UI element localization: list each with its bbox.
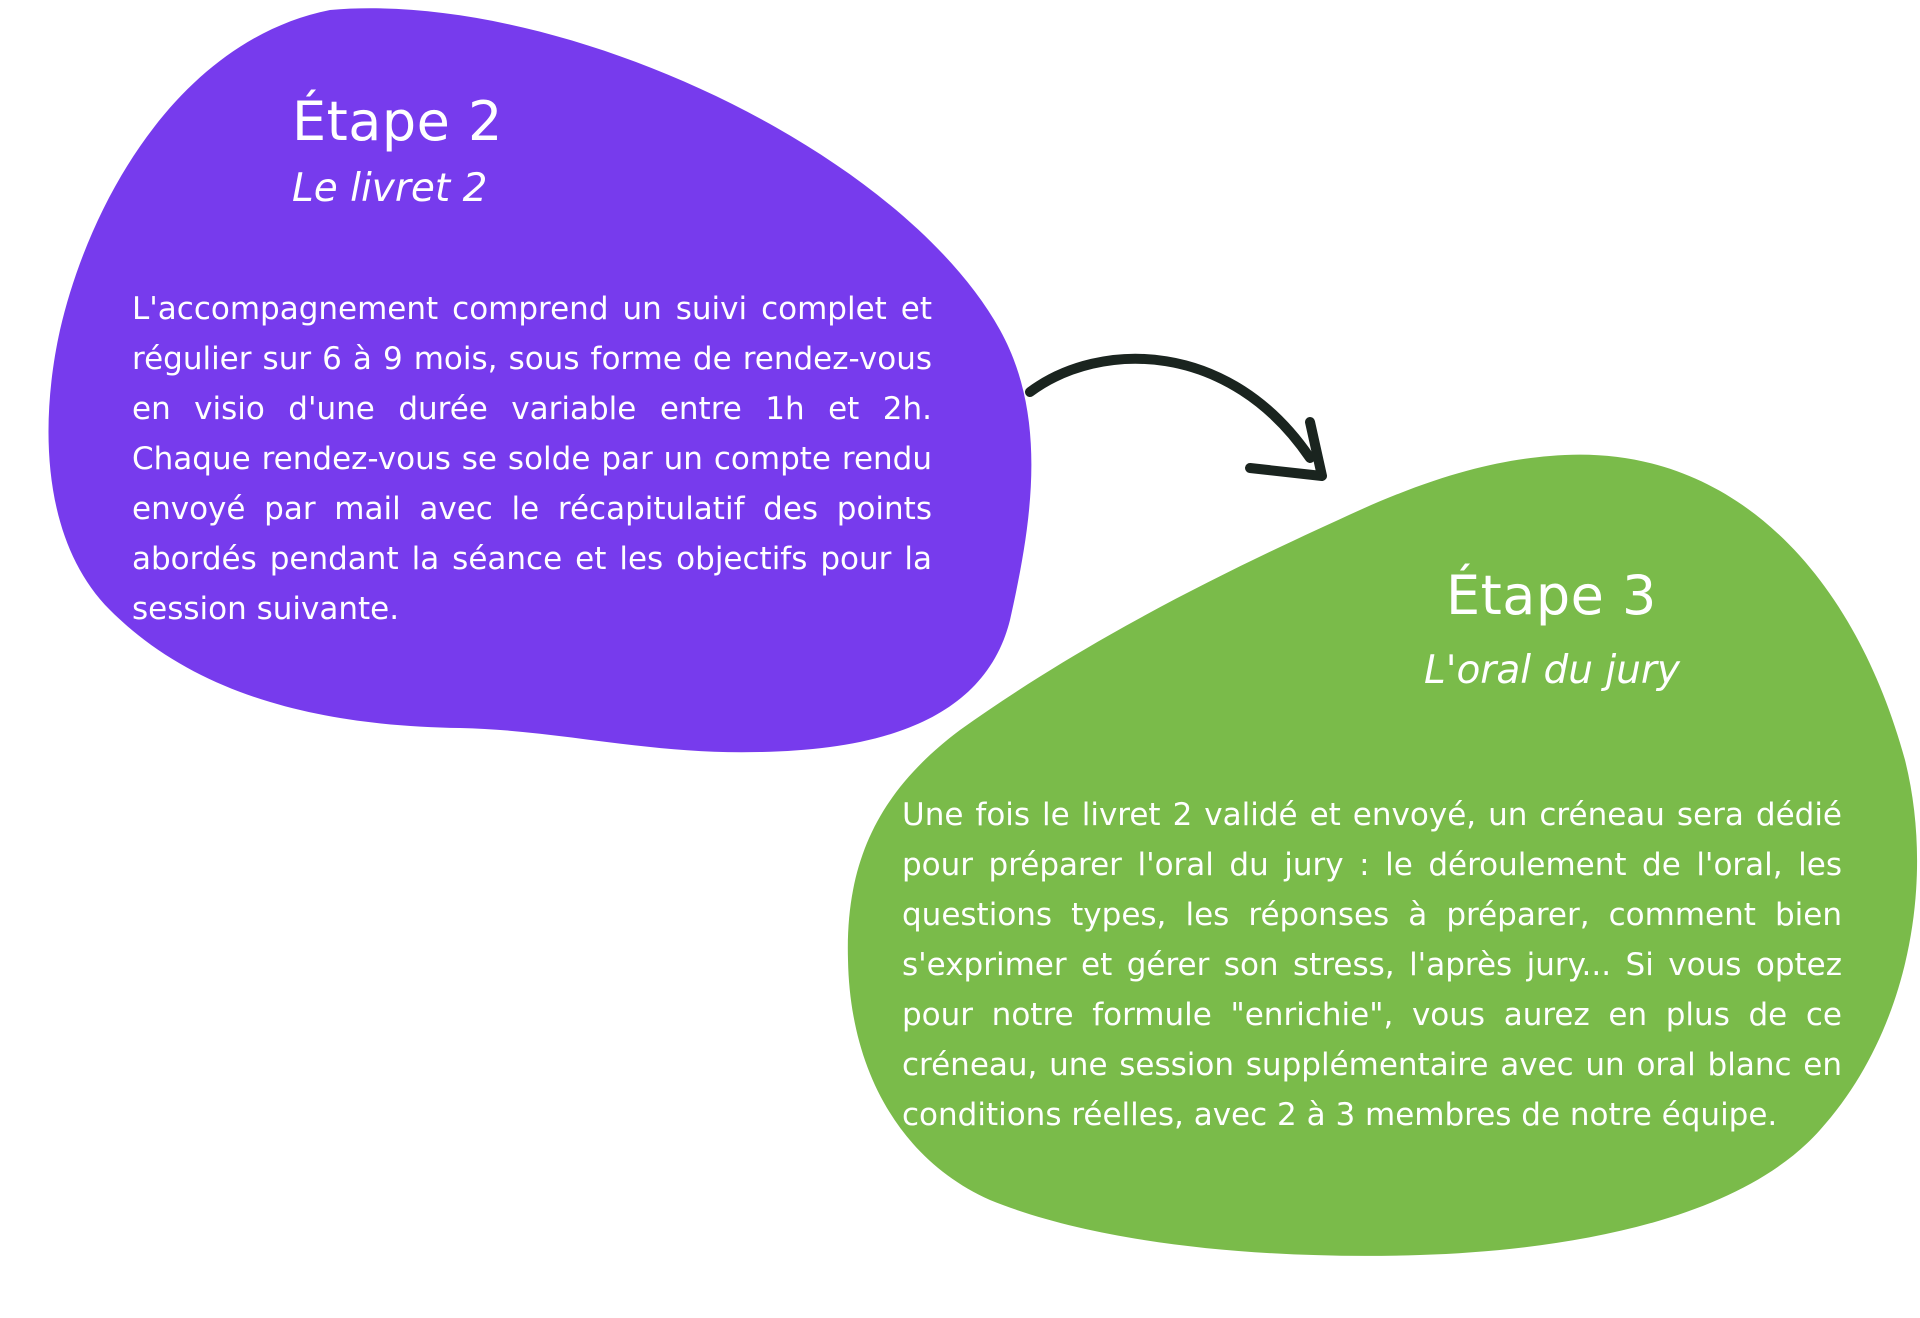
step2-title: Étape 2: [292, 90, 503, 153]
step3-title: Étape 3: [1446, 564, 1657, 627]
step2-blob: [48, 8, 1032, 753]
step3-blob: [847, 454, 1918, 1256]
curved-arrow-icon: [1025, 353, 1327, 481]
step3-description: Une fois le livret 2 validé et envoyé, u…: [902, 797, 1842, 1133]
step2-subtitle: Le livret 2: [292, 166, 488, 211]
step2-description: L'accompagnement comprend un suivi compl…: [132, 291, 932, 627]
step3-subtitle: L'oral du jury: [1424, 648, 1681, 693]
